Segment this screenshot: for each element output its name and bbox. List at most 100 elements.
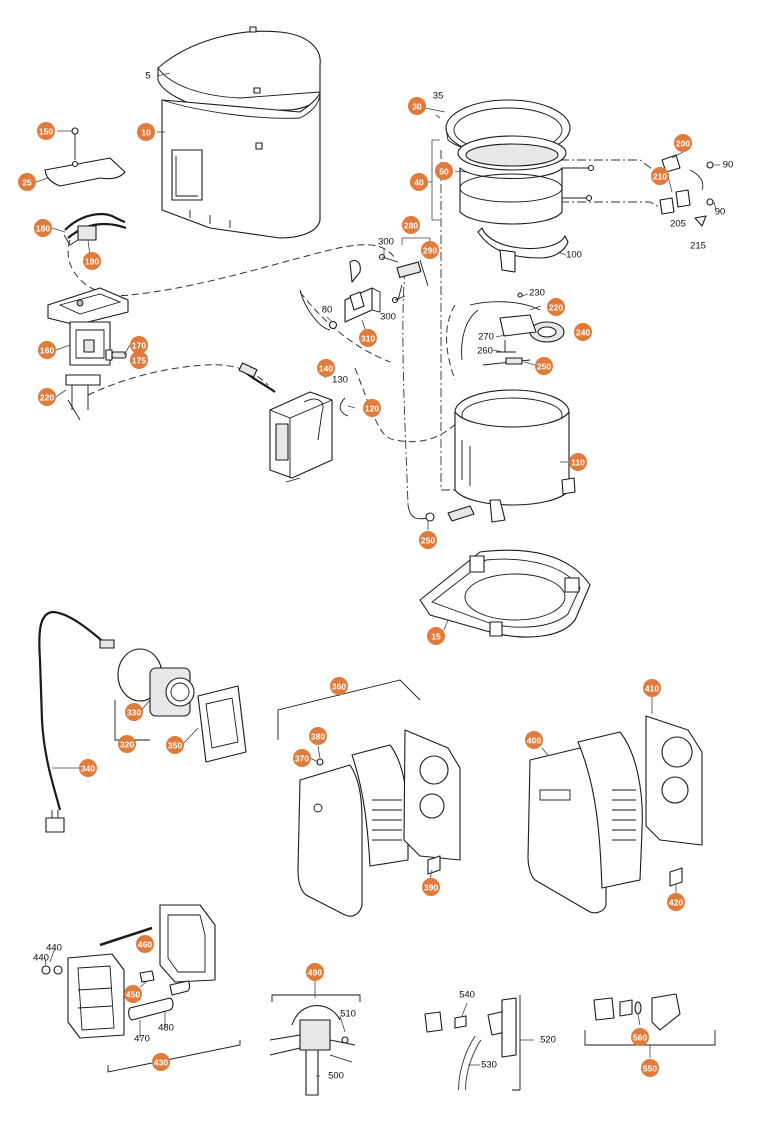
part-number-label: 215 — [690, 241, 706, 252]
callout-240: 240 — [574, 323, 592, 341]
callout-310: 310 — [359, 329, 377, 347]
callout-bubble — [574, 323, 592, 341]
callout-label: 320 — [120, 740, 134, 750]
gas-valve-290 — [349, 253, 429, 304]
part-number-label: 510 — [340, 1009, 356, 1020]
part-number-label: 90 — [715, 207, 726, 218]
callout-label: 390 — [424, 883, 438, 893]
callout-15: 15 — [427, 627, 445, 645]
sensor-cable-340 — [38, 610, 115, 833]
callout-290: 290 — [421, 241, 439, 259]
callout-bubble — [306, 963, 324, 981]
part-number-label: 130 — [332, 375, 348, 386]
callout-label: 150 — [39, 127, 53, 137]
callout-50: 50 — [435, 162, 453, 180]
callout-bubble — [136, 935, 154, 953]
callout-250: 250 — [419, 531, 437, 549]
callout-200: 200 — [674, 134, 692, 152]
part-number-label: 5 — [145, 71, 150, 82]
callout-bubble — [309, 727, 327, 745]
clip-200-210 — [659, 154, 714, 227]
callout-220: 220 — [38, 388, 56, 406]
callout-bubble — [631, 1028, 649, 1046]
screw-150 — [71, 127, 79, 160]
callout-label: 560 — [633, 1033, 647, 1043]
callout-label: 40 — [414, 178, 424, 188]
callout-bubble — [317, 359, 335, 377]
part-number-label: 230 — [529, 288, 545, 299]
callout-bubble — [435, 162, 453, 180]
callout-450: 450 — [124, 985, 142, 1003]
callout-190: 190 — [83, 252, 101, 270]
callout-360: 360 — [330, 677, 348, 695]
callout-bubble — [34, 219, 52, 237]
callout-bubble — [38, 388, 56, 406]
callout-label: 280 — [404, 221, 418, 231]
callout-label: 50 — [439, 167, 449, 177]
callout-180: 180 — [34, 219, 52, 237]
part-number-label: 80 — [322, 305, 333, 316]
callout-bubble — [37, 122, 55, 140]
callout-label: 220 — [40, 393, 54, 403]
callout-210: 210 — [651, 167, 669, 185]
callout-label: 140 — [319, 364, 333, 374]
callout-label: 420 — [669, 898, 683, 908]
callout-bubble — [166, 736, 184, 754]
callout-bubble — [38, 341, 56, 359]
callout-460: 460 — [136, 935, 154, 953]
burner-240 — [461, 292, 565, 361]
callout-label: 180 — [36, 224, 50, 234]
callout-250: 250 — [535, 357, 553, 375]
callout-label: 450 — [126, 990, 140, 1000]
base-plate-15 — [419, 549, 591, 638]
callout-420: 420 — [667, 893, 685, 911]
callout-label: 110 — [571, 458, 585, 468]
callout-bubble — [293, 749, 311, 767]
callout-label: 15 — [431, 632, 441, 642]
part-number-label: 520 — [540, 1035, 556, 1046]
connector-220-left — [65, 374, 101, 421]
callout-label: 360 — [332, 682, 346, 692]
callout-110: 110 — [569, 453, 587, 471]
part-number-label: 300 — [380, 312, 396, 323]
part-number-label: 500 — [328, 1071, 344, 1082]
callout-bubble — [363, 399, 381, 417]
callout-400: 400 — [525, 731, 543, 749]
callout-bubble — [130, 351, 148, 369]
callout-label: 380 — [311, 732, 325, 742]
callout-bubble — [402, 216, 420, 234]
leader-lines — [35, 72, 720, 1077]
combustion-chamber-40 — [457, 135, 595, 225]
callout-160: 160 — [38, 341, 56, 359]
bracket-25 — [44, 157, 126, 187]
callout-bubble — [118, 735, 136, 753]
callout-label: 410 — [645, 684, 659, 694]
fittings-520 — [424, 995, 521, 1091]
callout-bubble — [674, 134, 692, 152]
part-number-label: 470 — [134, 1034, 150, 1045]
callout-label: 370 — [295, 754, 309, 764]
callout-bubble — [525, 731, 543, 749]
callout-label: 340 — [81, 764, 95, 774]
electrode-250 — [482, 357, 531, 366]
callout-bubble — [421, 241, 439, 259]
part-number-label: 260 — [477, 346, 493, 357]
callout-bubble — [547, 298, 565, 316]
callout-bubble — [124, 985, 142, 1003]
callout-560: 560 — [631, 1028, 649, 1046]
part-number-label: 100 — [566, 250, 582, 261]
callout-490: 490 — [306, 963, 324, 981]
callout-bubble — [125, 703, 143, 721]
label-layer: 5359090205215100300300802302702601304404… — [33, 71, 733, 1082]
callout-bubble — [427, 627, 445, 645]
callout-220: 220 — [547, 298, 565, 316]
part-number-label: 440 — [46, 943, 62, 954]
valve-490 — [269, 994, 361, 1096]
callout-30: 30 — [408, 97, 426, 115]
burner-pot-110 — [407, 389, 576, 523]
callout-320: 320 — [118, 735, 136, 753]
callout-140: 140 — [317, 359, 335, 377]
box-430 — [41, 904, 241, 1073]
callout-label: 160 — [40, 346, 54, 356]
fuse-170-175 — [105, 349, 127, 361]
